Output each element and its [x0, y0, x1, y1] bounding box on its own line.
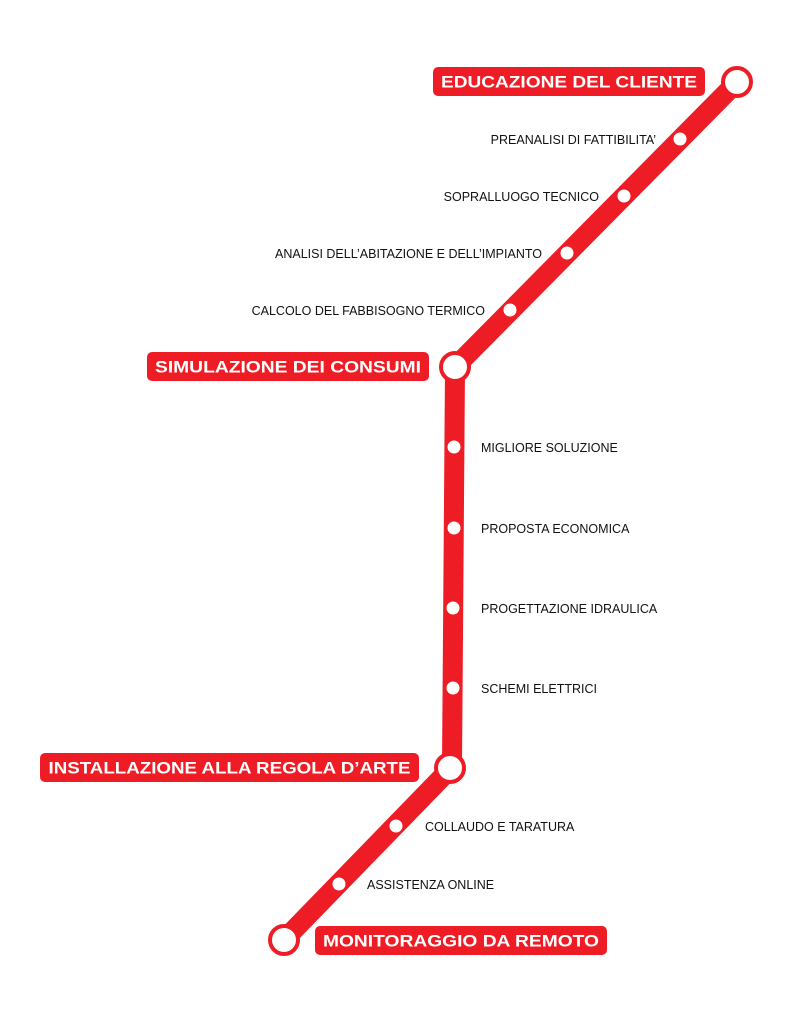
terminal-label-installazione-text: INSTALLAZIONE ALLA REGOLA D’ARTE — [49, 759, 411, 778]
stop-label-proposta: PROPOSTA ECONOMICA — [481, 522, 630, 536]
stop-dot-sopralluogo[interactable] — [617, 189, 631, 203]
stop-label-schemi: SCHEMI ELETTRICI — [481, 682, 597, 696]
terminal-label-monitoraggio[interactable]: MONITORAGGIO DA REMOTO — [315, 926, 607, 955]
terminal-station-monitoraggio[interactable] — [268, 924, 300, 956]
terminal-label-simulazione[interactable]: SIMULAZIONE DEI CONSUMI — [147, 352, 429, 381]
terminal-station-educazione[interactable] — [721, 66, 753, 98]
terminal-label-simulazione-text: SIMULAZIONE DEI CONSUMI — [155, 358, 421, 377]
stop-dot-migliore[interactable] — [447, 440, 461, 454]
stop-dot-schemi[interactable] — [446, 681, 460, 695]
stop-label-analisi: ANALISI DELL’ABITAZIONE E DELL’IMPIANTO — [275, 247, 542, 261]
terminal-label-installazione[interactable]: INSTALLAZIONE ALLA REGOLA D’ARTE — [40, 753, 419, 782]
stop-dot-assistenza[interactable] — [332, 877, 346, 891]
stop-dot-analisi[interactable] — [560, 246, 574, 260]
stop-label-migliore: MIGLIORE SOLUZIONE — [481, 441, 618, 455]
stop-dot-collaudo[interactable] — [389, 819, 403, 833]
terminal-label-monitoraggio-text: MONITORAGGIO DA REMOTO — [323, 932, 599, 951]
terminal-label-educazione-text: EDUCAZIONE DEL CLIENTE — [441, 73, 697, 92]
stop-dot-proposta[interactable] — [447, 521, 461, 535]
stop-label-calcolo: CALCOLO DEL FABBISOGNO TERMICO — [252, 304, 486, 318]
metro-line — [274, 72, 747, 950]
stop-label-sopralluogo: SOPRALLUOGO TECNICO — [444, 190, 600, 204]
stop-label-assistenza: ASSISTENZA ONLINE — [367, 878, 494, 892]
stop-dot-progettazione[interactable] — [446, 601, 460, 615]
terminal-station-simulazione[interactable] — [439, 351, 471, 383]
terminal-label-educazione[interactable]: EDUCAZIONE DEL CLIENTE — [433, 67, 705, 96]
stop-label-preanalisi: PREANALISI DI FATTIBILITA’ — [491, 133, 656, 147]
stop-label-collaudo: COLLAUDO E TARATURA — [425, 820, 575, 834]
stop-dot-preanalisi[interactable] — [673, 132, 687, 146]
terminal-station-installazione[interactable] — [434, 752, 466, 784]
stop-dot-calcolo[interactable] — [503, 303, 517, 317]
stop-label-progettazione: PROGETTAZIONE IDRAULICA — [481, 602, 658, 616]
